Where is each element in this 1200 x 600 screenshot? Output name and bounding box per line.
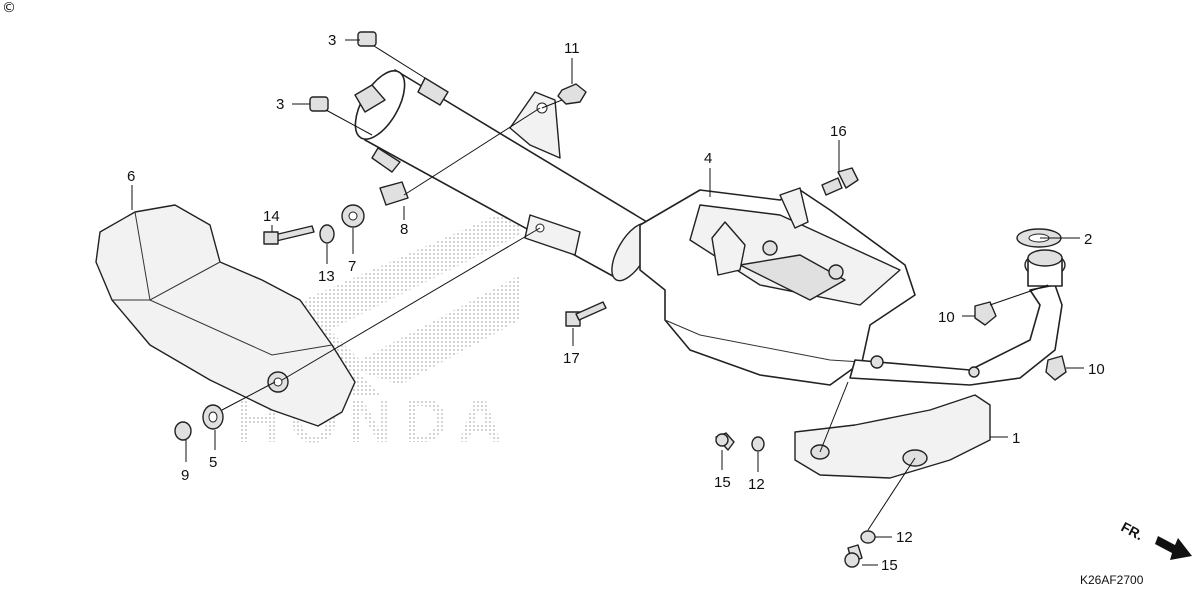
- callout-6: 6: [127, 168, 135, 185]
- callout-10: 10: [1088, 361, 1105, 378]
- callout-numbers: 3 3 11 16 4 6 14 13 7 8 17 9 5 2 10 10 1…: [127, 32, 1105, 574]
- copyright-mark: ©: [2, 0, 16, 16]
- callout-11: 11: [564, 40, 580, 57]
- callout-1: 1: [1012, 430, 1020, 447]
- muffler-protector-part: [95, 204, 356, 427]
- callout-4: 4: [704, 150, 712, 167]
- cap-3b: [309, 96, 329, 112]
- muffler-assembly: [354, 69, 916, 386]
- callout-8: 8: [400, 221, 408, 238]
- callout-15: 15: [881, 557, 898, 574]
- callout-15: 15: [714, 474, 731, 491]
- callout-3: 3: [328, 32, 336, 49]
- front-direction-indicator: FR.: [1119, 519, 1192, 560]
- front-arrow-icon: [1155, 536, 1192, 560]
- nut-11: [557, 83, 587, 105]
- front-label: FR.: [1119, 519, 1146, 544]
- callout-16: 16: [830, 123, 847, 140]
- cap-3a: [357, 31, 377, 47]
- callout-10: 10: [938, 309, 955, 326]
- callout-12: 12: [896, 529, 913, 546]
- callout-9: 9: [181, 467, 189, 484]
- callout-7: 7: [348, 258, 356, 275]
- callout-13: 13: [318, 268, 335, 285]
- small-parts: [174, 31, 1067, 568]
- leader-lines: [131, 39, 1084, 566]
- callout-12: 12: [748, 476, 765, 493]
- callout-5: 5: [209, 454, 217, 471]
- exhaust-pipe: [849, 249, 1066, 386]
- callout-2: 2: [1084, 231, 1092, 248]
- callout-17: 17: [563, 350, 580, 367]
- callout-14: 14: [263, 208, 280, 225]
- diagram-code: K26AF2700: [1080, 573, 1144, 587]
- callout-3: 3: [276, 96, 284, 113]
- exhaust-pipe-protector: [794, 394, 991, 479]
